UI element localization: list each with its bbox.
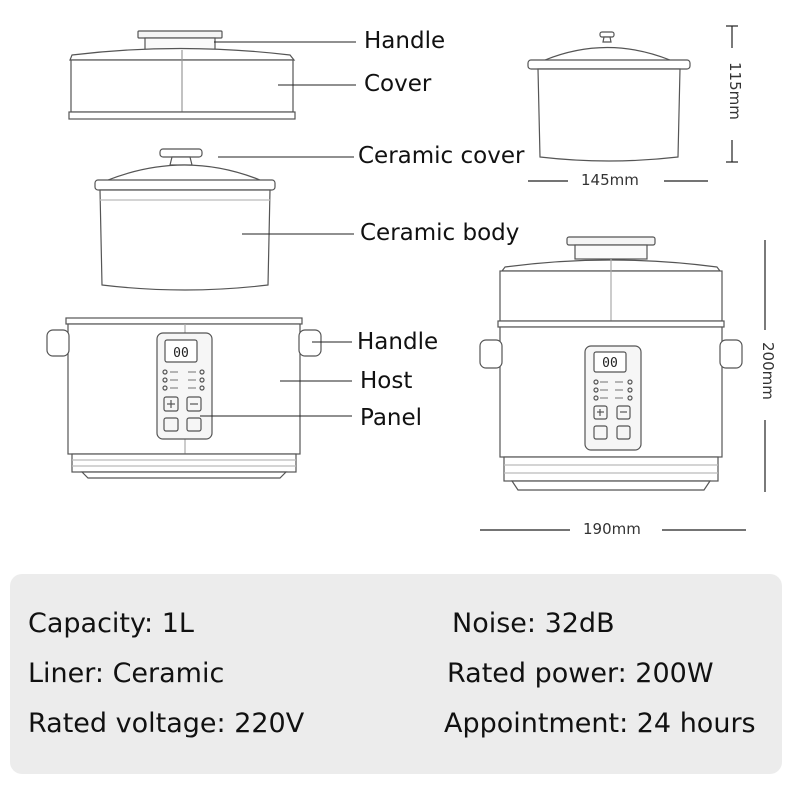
product-diagram: 00 00 (46, 25, 766, 531)
spec-liner: Liner: Ceramic (28, 658, 225, 689)
spec-appointment: Appointment: 24 hours (444, 708, 756, 739)
spec-noise: Noise: 32dB (452, 608, 615, 639)
label-handle-side: Handle (357, 329, 439, 355)
host-drawing (46, 317, 322, 479)
panel-display-right: 00 (602, 356, 618, 371)
label-cover: Cover (364, 71, 432, 97)
dim-pot-width: 145mm (581, 171, 639, 189)
spec-rated-voltage: Rated voltage: 220V (28, 708, 305, 739)
spec-capacity: Capacity: 1L (28, 608, 194, 639)
label-host: Host (360, 368, 413, 394)
spec-rated-power: Rated power: 200W (447, 658, 714, 689)
cooker-dimension-drawing (479, 236, 743, 491)
label-panel: Panel (360, 405, 423, 431)
pot-dimension-drawing (527, 31, 691, 162)
specs-panel: Capacity: 1L Noise: 32dB Liner: Ceramic … (10, 574, 782, 774)
outer-cover-drawing (68, 30, 296, 120)
label-ceramic-cover: Ceramic cover (358, 143, 525, 169)
dim-cooker-width: 190mm (583, 520, 641, 538)
dim-pot-height: 115mm (726, 62, 744, 120)
panel-display-left: 00 (173, 346, 189, 361)
label-handle-top: Handle (364, 28, 446, 54)
dim-cooker-height: 200mm (759, 342, 777, 400)
ceramic-pot-drawing (94, 148, 276, 291)
label-ceramic-body: Ceramic body (360, 220, 520, 246)
